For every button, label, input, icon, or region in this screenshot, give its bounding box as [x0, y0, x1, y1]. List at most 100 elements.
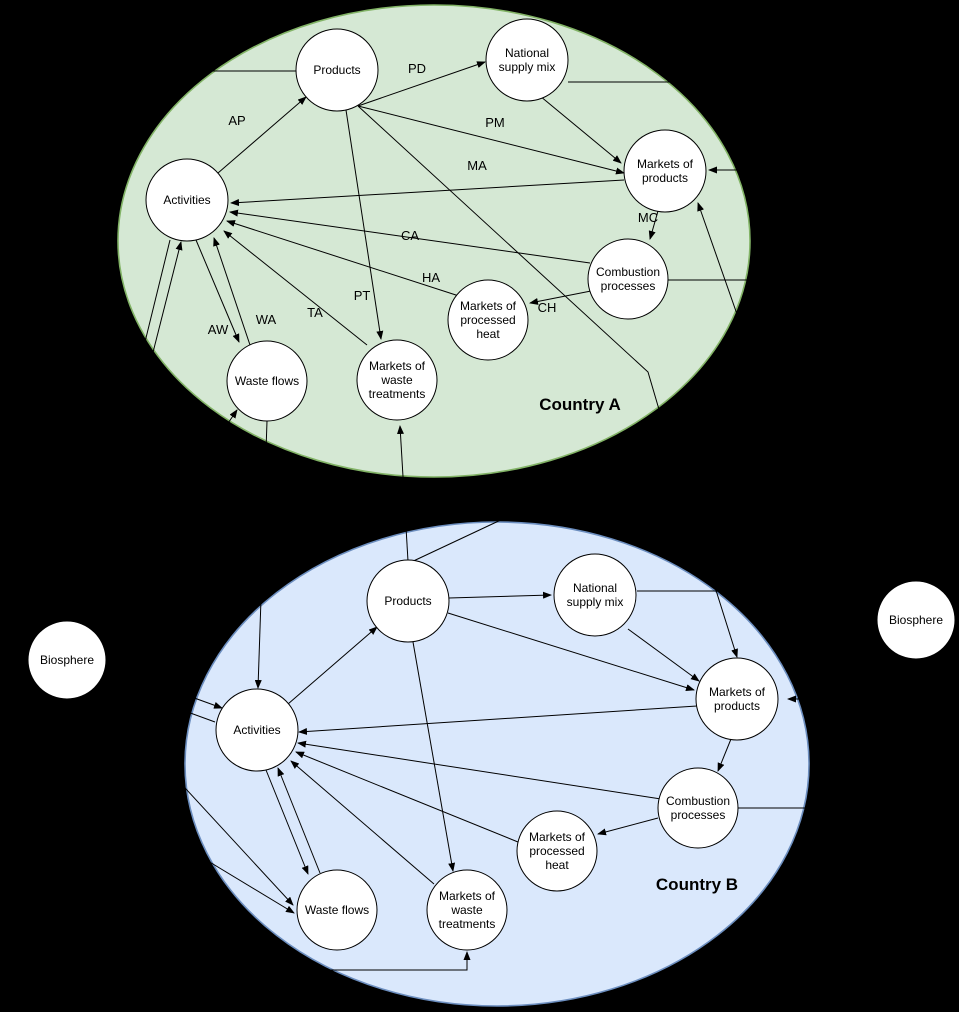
edge-ha-a	[226, 220, 460, 297]
edge-pm-b	[447, 612, 695, 691]
edge-label-mc-a: MC	[638, 210, 658, 225]
edge-label-ap-a: AP	[228, 113, 245, 128]
node-products-a: Products	[295, 28, 379, 112]
node-circle-markets-of-waste-treatments-a	[356, 339, 438, 421]
node-label-waste-flows-a: Waste flows	[235, 374, 299, 388]
edge-biosphere-waste-flows-a	[66, 409, 238, 661]
node-waste-flows-b: Waste flows	[296, 869, 378, 951]
node-circle-activities-a	[145, 158, 229, 242]
edge-pt-a	[345, 109, 384, 340]
edge-pt-b	[412, 641, 456, 872]
edge-label-ch-a: CH	[538, 300, 557, 315]
edge-ch-b	[597, 817, 659, 836]
edge-ha-b	[295, 751, 519, 843]
node-products-b: Products	[366, 559, 450, 643]
edge-aw-a	[195, 239, 240, 343]
edge-ca-b	[297, 740, 662, 800]
node-circle-activities-b	[215, 688, 299, 772]
edge-ta-b	[290, 760, 435, 885]
edge-pd-a	[357, 61, 486, 107]
edge-aw-b	[265, 769, 309, 875]
edge-activities-a-biosphere	[66, 239, 171, 661]
edge-ap-a	[217, 96, 307, 174]
node-circle-biosphere-left	[27, 620, 107, 700]
node-label-biosphere-right: Biosphere	[889, 613, 943, 627]
edge-ma-b	[298, 705, 698, 735]
node-circle-waste-flows-a	[226, 340, 308, 422]
edge-ch-a	[529, 290, 592, 305]
node-circle-markets-of-processed-heat-a	[447, 279, 529, 361]
node-circle-markets-of-products-b	[695, 657, 779, 741]
node-circle-products-a	[295, 28, 379, 112]
edge-label-pt-a: PT	[354, 288, 371, 303]
node-label-products-b: Products	[384, 594, 431, 608]
edge-label-ta-a: TA	[307, 305, 323, 320]
edge-label-pm-a: PM	[485, 115, 505, 130]
edge-mop-in-diag-a	[697, 202, 799, 489]
region-label-country-b: Country B	[656, 875, 738, 894]
edge-products-b-markets-of-waste-treatments-a	[396, 425, 409, 562]
edge-label-aw-a: AW	[208, 322, 229, 337]
edge-mc-b	[717, 738, 732, 772]
node-label-waste-flows-b: Waste flows	[305, 903, 369, 917]
edge-wa-a	[213, 237, 251, 346]
region-label-country-a: Country A	[539, 395, 621, 414]
node-circle-markets-of-waste-treatments-b	[426, 869, 508, 951]
edge-ma-a	[230, 179, 625, 207]
edge-external-waste-flows-b	[164, 834, 295, 914]
node-label-biosphere-left: Biosphere	[40, 653, 94, 667]
edge-label-ca-a: CA	[401, 228, 419, 243]
edge-wa-b	[277, 767, 321, 874]
edge-ap-b	[287, 626, 378, 705]
edge-label-ha-a: HA	[422, 270, 440, 285]
edge-pd-b	[448, 591, 552, 599]
edge-biosphere-waste-flows-b	[66, 659, 294, 906]
node-biosphere-left: Biosphere	[27, 620, 107, 700]
node-circle-national-supply-mix-a	[485, 18, 569, 102]
edge-biosphere-activities-a	[77, 241, 183, 649]
edge-ca-a	[229, 209, 591, 264]
node-label-activities-a: Activities	[163, 193, 210, 207]
edge-products-a-markets-of-products-b	[357, 105, 738, 658]
node-label-products-a: Products	[313, 63, 360, 77]
edge-nsm-mop-a	[539, 95, 622, 164]
edge-mc-a	[648, 210, 659, 240]
node-circle-biosphere-right	[876, 580, 956, 660]
node-circle-combustion-processes-b	[657, 767, 739, 849]
edge-label-wa-a: WA	[256, 312, 277, 327]
node-circle-waste-flows-b	[296, 869, 378, 951]
edge-waste-flows-a-activities-b	[254, 420, 268, 689]
edge-pm-a	[357, 105, 625, 175]
node-circle-combustion-processes-a	[587, 238, 669, 320]
node-circle-national-supply-mix-b	[553, 553, 637, 637]
edge-label-pd-a: PD	[408, 61, 426, 76]
edge-label-ma-a: MA	[467, 158, 487, 173]
node-activities-b: Activities	[215, 688, 299, 772]
node-circle-products-b	[366, 559, 450, 643]
node-circle-markets-of-products-a	[623, 129, 707, 213]
node-circle-markets-of-processed-heat-b	[516, 810, 598, 892]
edge-nsm-mop-b	[627, 628, 700, 682]
node-waste-flows-a: Waste flows	[226, 340, 308, 422]
node-activities-a: Activities	[145, 158, 229, 242]
node-label-activities-b: Activities	[233, 723, 280, 737]
